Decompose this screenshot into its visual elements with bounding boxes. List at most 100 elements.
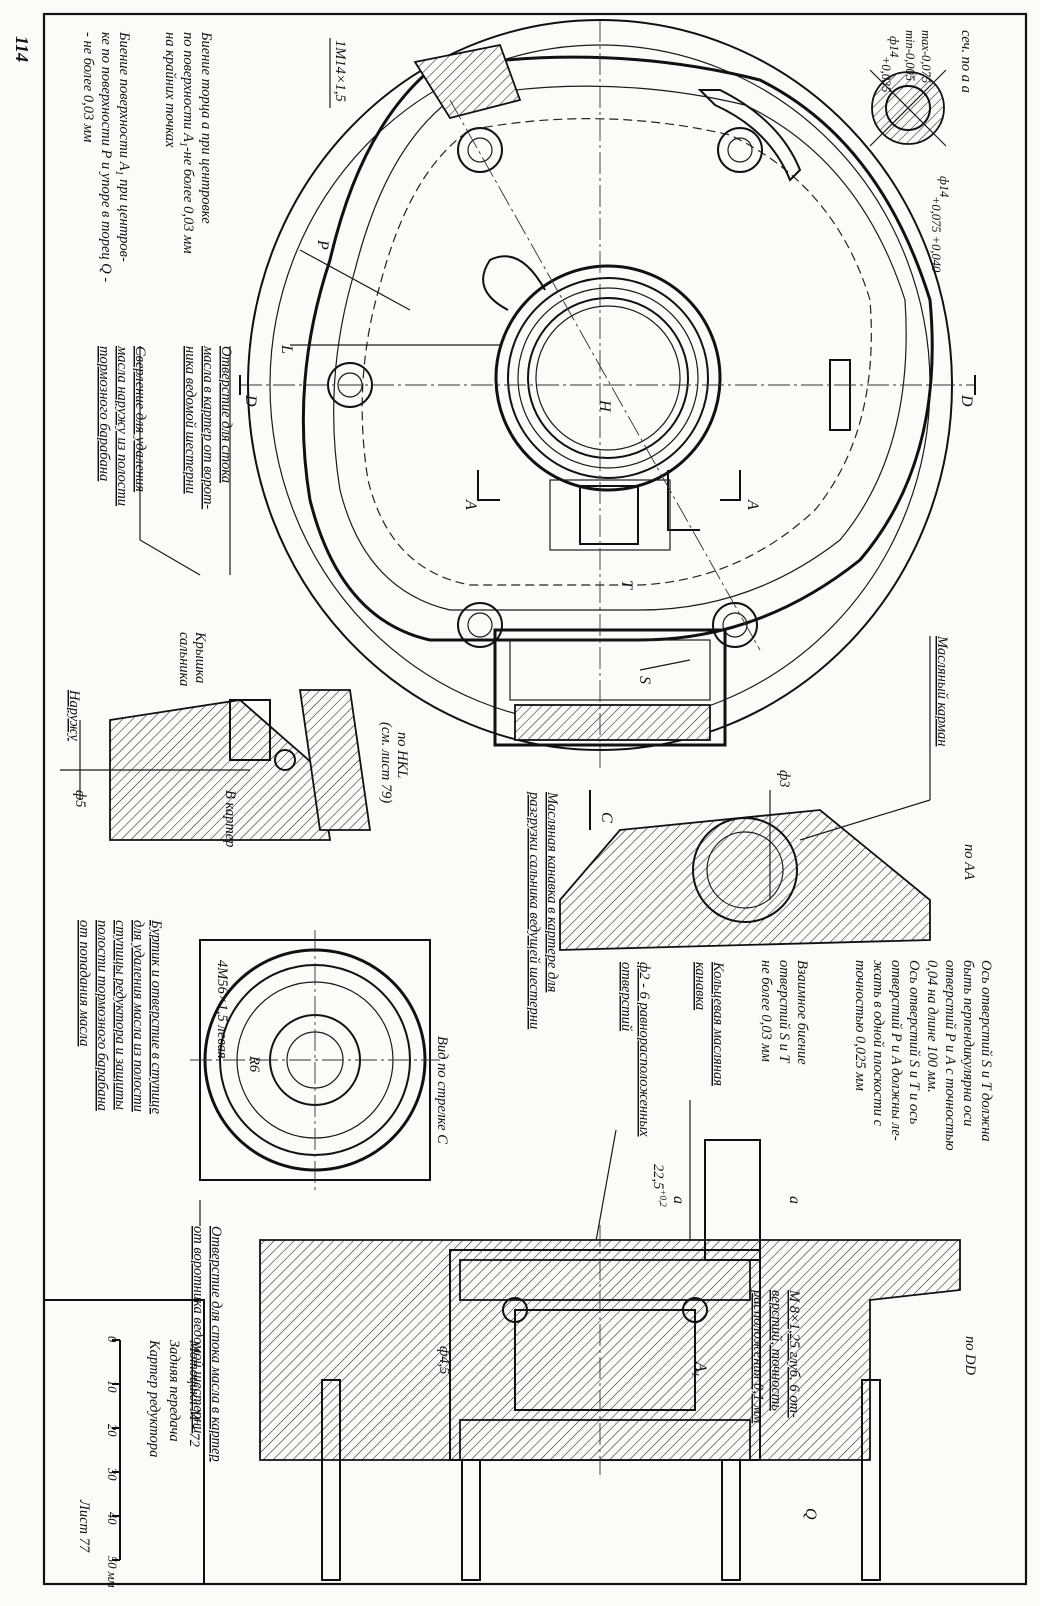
svg-text:Биение торца а при центровке: Биение торца а при центровке [198, 31, 214, 224]
thread-left-label: 4М56×1,5 левая [214, 960, 230, 1059]
central-bore [482, 255, 722, 492]
letter-l: L [278, 344, 295, 354]
outward-label: Наружу [66, 689, 82, 741]
scale-tick-label: 40 [105, 1512, 119, 1525]
oil-groove-note-1: Масляная канавка в картере для [544, 791, 560, 993]
svg-text:Отверстие для стока масла в ка: Отверстие для стока масла в картер [208, 1226, 224, 1462]
letter-p: P [314, 239, 331, 250]
svg-text:Взаимное биение: Взаимное биение [794, 960, 810, 1065]
title-line-3: Картер редуктора [146, 1339, 162, 1457]
svg-text:для удаления масла из полости: для удаления масла из полости [130, 920, 146, 1112]
svg-text:масла наружу из полости: масла наружу из полости [114, 345, 130, 506]
svg-text:а: а [786, 1196, 803, 1204]
main-view: D D А А H L P T S [239, 19, 976, 770]
svg-text:тормозного барабана: тормозного барабана [96, 346, 112, 481]
svg-text:не более 0,03 мм: не более 0,03 мм [758, 960, 774, 1062]
svg-text:max-0,075: max-0,075 [919, 30, 933, 83]
section-aa-title: сеч. по а а [958, 30, 974, 93]
oil-groove-note-2: разгрузки сальника ведущей шестерни [526, 791, 542, 1029]
view-by-aa: по АА [961, 844, 977, 880]
section-by-aa: по АА Масляный карман ф3 С [559, 635, 977, 951]
scale-tick-label: 30 [105, 1467, 119, 1481]
seal-detail: Крышка сальника по НКL (см. лист 79) Нар… [60, 631, 410, 847]
svg-text:ф5: ф5 [72, 790, 88, 808]
svg-text:Кольцевая масляная: Кольцевая масляная [710, 961, 726, 1086]
title-line-1: Мотоцикл М - 72 [186, 1339, 202, 1447]
section-a-a-detail: сеч. по а а max-0,075 min-0,005 ф14 +0,0… [869, 30, 974, 273]
lower-bracket [493, 628, 727, 747]
svg-text:ке по поверхности Р и упоре в: ке по поверхности Р и упоре в торец Q - [98, 32, 114, 282]
section-mark-d-left: D [242, 394, 259, 407]
scale-tick-label: 10 [105, 1380, 119, 1393]
svg-text:отверстий P и A должны ле-: отверстий P и A должны ле- [888, 960, 904, 1141]
seal-cover-label: Крышка [192, 631, 208, 683]
axis-requirements: Ось отверстий S и T должна быть перпенди… [579, 960, 994, 1331]
svg-text:канавка: канавка [692, 962, 708, 1010]
svg-text:а: а [670, 1196, 687, 1204]
scale-tick-label: 20 [105, 1424, 119, 1437]
svg-text:Отверстие для стока: Отверстие для стока [218, 346, 234, 483]
svg-text:Буртик и отверстие в ступице: Буртик и отверстие в ступице [148, 919, 164, 1115]
svg-text:отверстий: отверстий [618, 962, 634, 1032]
svg-text:на крайних точках: на крайних точках [162, 32, 178, 148]
svg-text:ф14: ф14 [887, 36, 901, 57]
section-mark-a-right: А [744, 499, 761, 510]
svg-text:ф14: ф14 [937, 176, 951, 197]
svg-text:сальника: сальника [176, 632, 192, 686]
sheet-frame [42, 12, 1028, 1586]
svg-text:0,04 на длине 100 мм.: 0,04 на длине 100 мм. [924, 960, 940, 1093]
svg-text:от попадания масла: от попадания масла [76, 920, 92, 1046]
scale-tick-label: 0 [105, 1336, 119, 1343]
svg-text:ф4,5: ф4,5 [436, 1346, 452, 1374]
svg-text:R6: R6 [246, 1055, 262, 1073]
threaded-boss [413, 43, 522, 120]
hidden-contour [361, 118, 872, 586]
svg-text:min-0,005: min-0,005 [903, 30, 917, 81]
svg-text:отверстий S и T: отверстий S и T [776, 960, 792, 1063]
into-case-label: В картер [222, 790, 238, 847]
svg-text:Биение поверхности А1 при цент: Биение поверхности А1 при центров- [113, 31, 132, 262]
section-mark-a-left: А [462, 499, 479, 510]
svg-text:ступицы редуктора и защиты: ступицы редуктора и защиты [112, 920, 128, 1110]
svg-text:масла в картер от ворот-: масла в картер от ворот- [200, 345, 216, 509]
svg-text:по НКL: по НКL [394, 732, 410, 778]
svg-text:от воротника ведомой шестерни: от воротника ведомой шестерни [190, 1226, 206, 1433]
oil-pocket-label: Масляный карман [934, 635, 950, 746]
svg-text:+0,075 +0,040: +0,075 +0,040 [929, 196, 943, 273]
svg-text:по поверхности А1-не более 0,0: по поверхности А1-не более 0,03 мм [177, 32, 196, 254]
svg-text:полости тормозного барабана: полости тормозного барабана [94, 920, 110, 1111]
page-number: 114 [12, 36, 32, 62]
svg-text:расположения 0,1 мм: расположения 0,1 мм [750, 1289, 766, 1423]
svg-text:верстий, точность: верстий, точность [768, 1290, 784, 1411]
svg-text:(см. лист 79): (см. лист 79) [378, 722, 394, 803]
svg-text:Ось отверстий S и T и ось: Ось отверстий S и T и ось [906, 960, 922, 1125]
thread-top-label: 1М14×1,5 [332, 40, 348, 102]
studs [321, 1379, 881, 1581]
svg-text:отверстий P и A с точностью: отверстий P и A с точностью [942, 960, 958, 1151]
title-block: Мотоцикл М - 72 Задняя передача Картер р… [43, 1299, 205, 1588]
scale-bar: 0 10 20 30 40 50 мм [105, 1336, 121, 1588]
view-arrow-c-title: Вид по стрелке С [434, 1036, 450, 1144]
svg-text:ф3: ф3 [776, 770, 792, 788]
svg-text:ф2 - 6 равнорасположенных: ф2 - 6 равнорасположенных [636, 962, 652, 1137]
view-by-dd: по DD [962, 1336, 978, 1376]
svg-text:22,5+0,2: 22,5+0,2 [650, 1164, 668, 1207]
svg-text:быть перпендикулярна оси: быть перпендикулярна оси [960, 960, 976, 1126]
section-mark-d-right: D [958, 394, 975, 407]
svg-text:+0,035: +0,035 [879, 56, 893, 93]
letter-t: T [618, 580, 635, 590]
svg-text:Ось отверстий S и T должна: Ось отверстий S и T должна [978, 960, 994, 1142]
title-line-2: Задняя передача [166, 1340, 182, 1442]
scale-tick-label: 50 мм [105, 1556, 119, 1588]
svg-text:ника ведомой шестерни: ника ведомой шестерни [182, 346, 198, 494]
svg-text:С: С [598, 812, 615, 823]
bead-note: Буртик и отверстие в ступице для удалени… [76, 919, 164, 1115]
housing-outline [301, 55, 934, 642]
left-notes: 1М14×1,5 Биение торца а при центровке по… [80, 31, 348, 576]
svg-text:точностью 0,025 мм: точностью 0,025 мм [852, 960, 868, 1091]
view-by-arrow-c: Вид по стрелке С 4М56×1,5 левая R6 [190, 930, 450, 1190]
svg-text:А1: А1 [689, 1361, 709, 1377]
section-by-dd: по DD М 8×1,25 глуб. 6 от- верстий, точн… [190, 1139, 978, 1581]
